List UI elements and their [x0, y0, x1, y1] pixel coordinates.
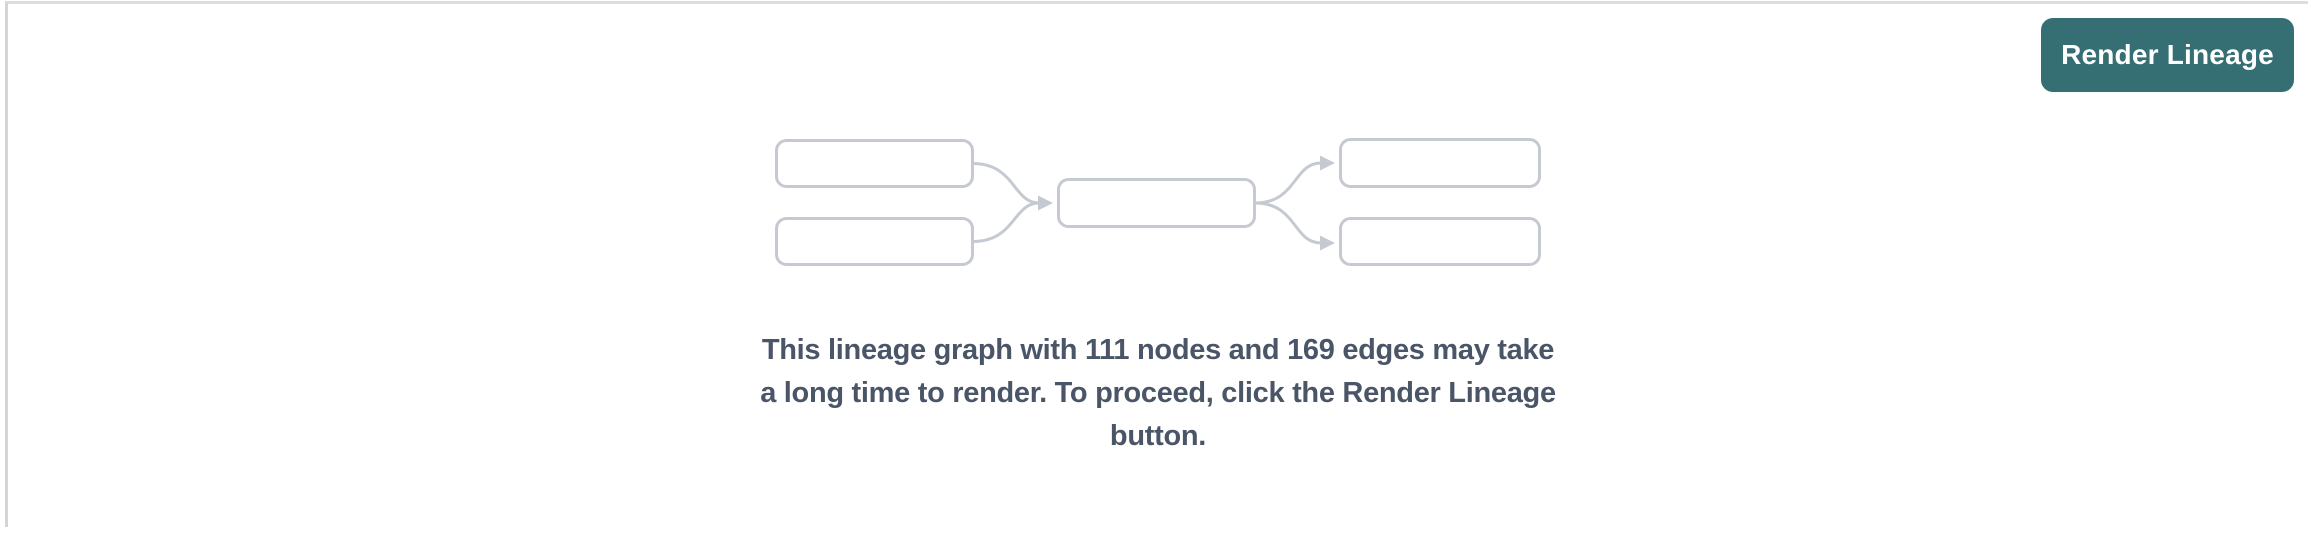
arrowhead-into-center-icon	[1038, 195, 1053, 211]
graph-node-center	[1057, 178, 1256, 228]
graph-node-upstream-top	[775, 139, 974, 188]
graph-edge-upstream-top	[971, 162, 1041, 205]
graph-edge-downstream-top	[1253, 161, 1323, 205]
graph-node-downstream-top	[1339, 138, 1541, 188]
lineage-graph-placeholder-illustration	[775, 138, 1541, 266]
graph-node-downstream-bottom	[1339, 217, 1541, 266]
arrowhead-downstream-bottom-icon	[1320, 235, 1335, 251]
graph-node-upstream-bottom	[775, 217, 974, 266]
arrowhead-downstream-top-icon	[1320, 155, 1335, 171]
graph-edge-downstream-bottom	[1253, 201, 1323, 245]
graph-edge-upstream-bottom	[971, 201, 1041, 243]
render-lineage-button[interactable]: Render Lineage	[2041, 18, 2294, 92]
lineage-warning-message: This lineage graph with 111 nodes and 16…	[760, 334, 1556, 452]
lineage-panel: Render Lineage This lineage graph with 1…	[5, 1, 2308, 527]
lineage-empty-state: This lineage graph with 111 nodes and 16…	[658, 138, 1658, 458]
